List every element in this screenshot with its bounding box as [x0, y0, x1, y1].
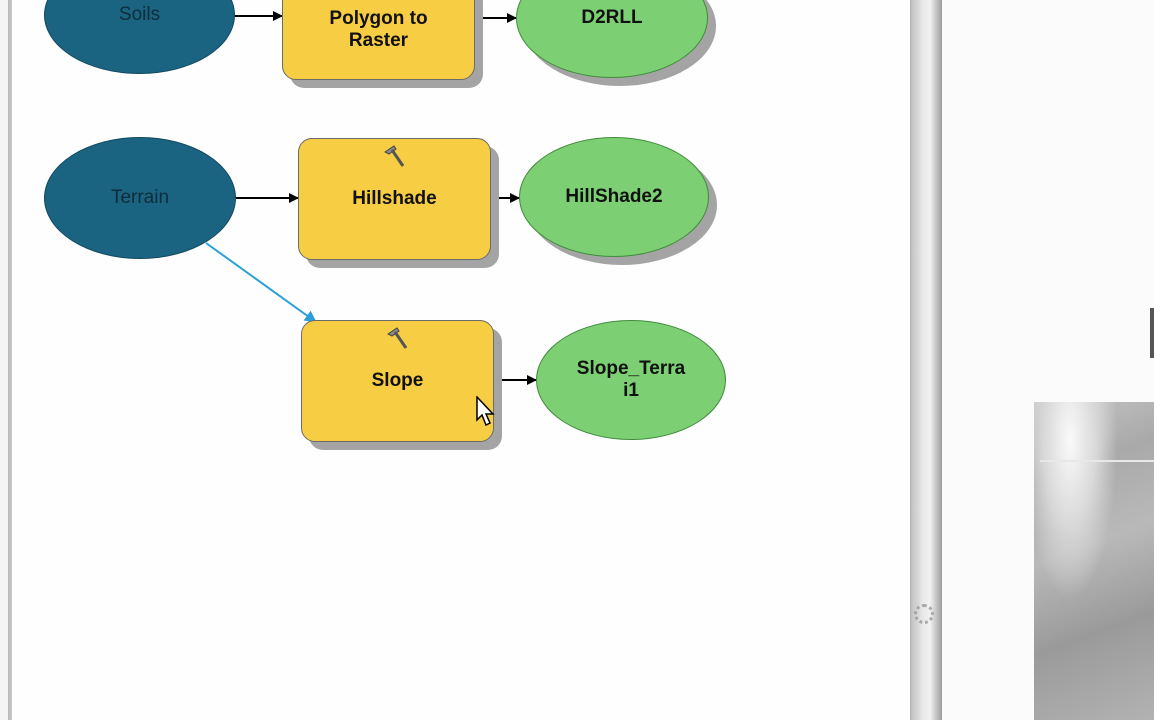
tool-slope[interactable]: Slope	[301, 320, 494, 442]
soils-label: Soils	[118, 4, 161, 25]
map-preview-line	[1040, 460, 1154, 462]
hammer-icon	[383, 145, 404, 167]
map-preview	[1034, 402, 1154, 720]
connector-layer	[205, 11, 537, 385]
slope-label: Slope	[371, 370, 424, 391]
input-data-terrain[interactable]: Terrain	[44, 137, 236, 259]
output-data-slope-terrain[interactable]: Slope_Terra i1	[536, 320, 726, 440]
tool-hillshade[interactable]: Hillshade	[298, 138, 491, 260]
pane-splitter[interactable]	[910, 0, 942, 720]
hillshade-label: Hillshade	[352, 188, 437, 209]
d2rll-label: D2RLL	[581, 7, 643, 28]
map-edge	[1150, 308, 1154, 358]
canvas-left-border	[0, 0, 12, 720]
tool-polygon-to-raster[interactable]: Polygon to Raster	[282, 0, 475, 80]
mouse-cursor-icon	[476, 396, 495, 427]
output-data-hillshade2[interactable]: HillShade2	[519, 137, 709, 257]
hillshade2-label: HillShade2	[565, 186, 663, 207]
terrain-label: Terrain	[110, 187, 170, 208]
connector-terrain-slope-selected[interactable]	[205, 242, 317, 323]
polygon-to-raster-label: Polygon to Raster	[329, 8, 428, 51]
hammer-icon	[386, 327, 407, 349]
gear-icon	[914, 604, 934, 624]
slope-terrain-label: Slope_Terra i1	[576, 358, 686, 401]
